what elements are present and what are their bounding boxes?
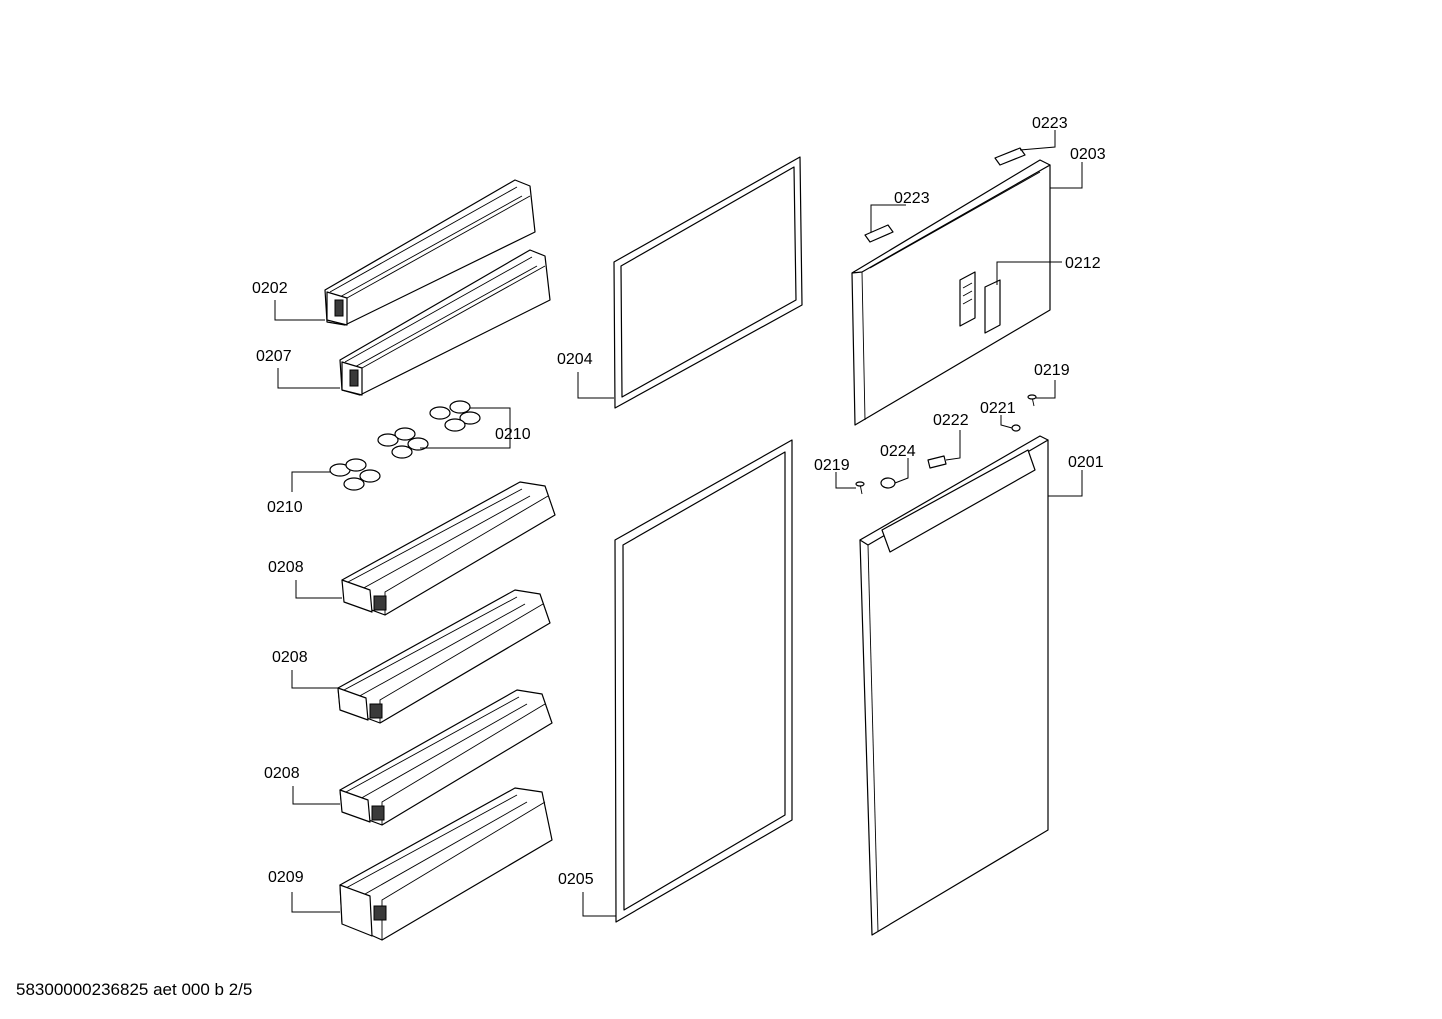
drawing-reference: 58300000236825 aet 000 b 2/5 <box>16 980 253 999</box>
door-shelf-0208-b[interactable] <box>337 589 551 724</box>
label-0208-b: 0208 <box>272 649 308 666</box>
label-0219-right: 0219 <box>1034 362 1070 379</box>
fridge-door-0201[interactable] <box>859 435 1049 936</box>
label-0207: 0207 <box>256 348 292 365</box>
label-0204: 0204 <box>557 351 593 368</box>
plug-0221[interactable] <box>1011 424 1021 432</box>
door-shelf-0207[interactable] <box>339 249 551 396</box>
handle-cap-0223-left[interactable] <box>864 224 894 243</box>
egg-tray-0210-upper[interactable] <box>429 400 481 432</box>
hinge-cover-0222[interactable] <box>927 455 947 469</box>
screw-0219-left[interactable] <box>855 481 865 495</box>
door-shelf-0208-c[interactable] <box>339 689 553 826</box>
egg-tray-0210-middle[interactable] <box>377 427 429 459</box>
freezer-door-0203[interactable] <box>851 159 1051 426</box>
label-0212: 0212 <box>1065 255 1101 272</box>
label-0210-lower: 0210 <box>267 499 303 516</box>
label-0203: 0203 <box>1070 146 1106 163</box>
label-0219-left: 0219 <box>814 457 850 474</box>
label-0224: 0224 <box>880 443 916 460</box>
door-shelf-0209[interactable] <box>339 787 553 941</box>
cap-0224[interactable] <box>880 477 896 489</box>
label-0222: 0222 <box>933 412 969 429</box>
egg-tray-0210-lower[interactable] <box>329 458 381 491</box>
door-gasket-0204[interactable] <box>613 156 803 409</box>
label-0209: 0209 <box>268 869 304 886</box>
leader-lines <box>274 130 1083 917</box>
label-0205: 0205 <box>558 871 594 888</box>
label-0202: 0202 <box>252 280 288 297</box>
door-shelf-0202[interactable] <box>324 179 536 326</box>
label-0223-top: 0223 <box>1032 115 1068 132</box>
label-0221: 0221 <box>980 400 1016 417</box>
label-0201: 0201 <box>1068 454 1104 471</box>
door-shelf-0208-a[interactable] <box>341 481 556 616</box>
label-0223-left: 0223 <box>894 190 930 207</box>
door-gasket-0205[interactable] <box>614 439 793 923</box>
label-0208-c: 0208 <box>264 765 300 782</box>
handle-cap-0223-top[interactable] <box>994 147 1026 166</box>
screw-0219-right[interactable] <box>1027 394 1037 407</box>
label-0208-a: 0208 <box>268 559 304 576</box>
label-0210-upper: 0210 <box>495 426 531 443</box>
